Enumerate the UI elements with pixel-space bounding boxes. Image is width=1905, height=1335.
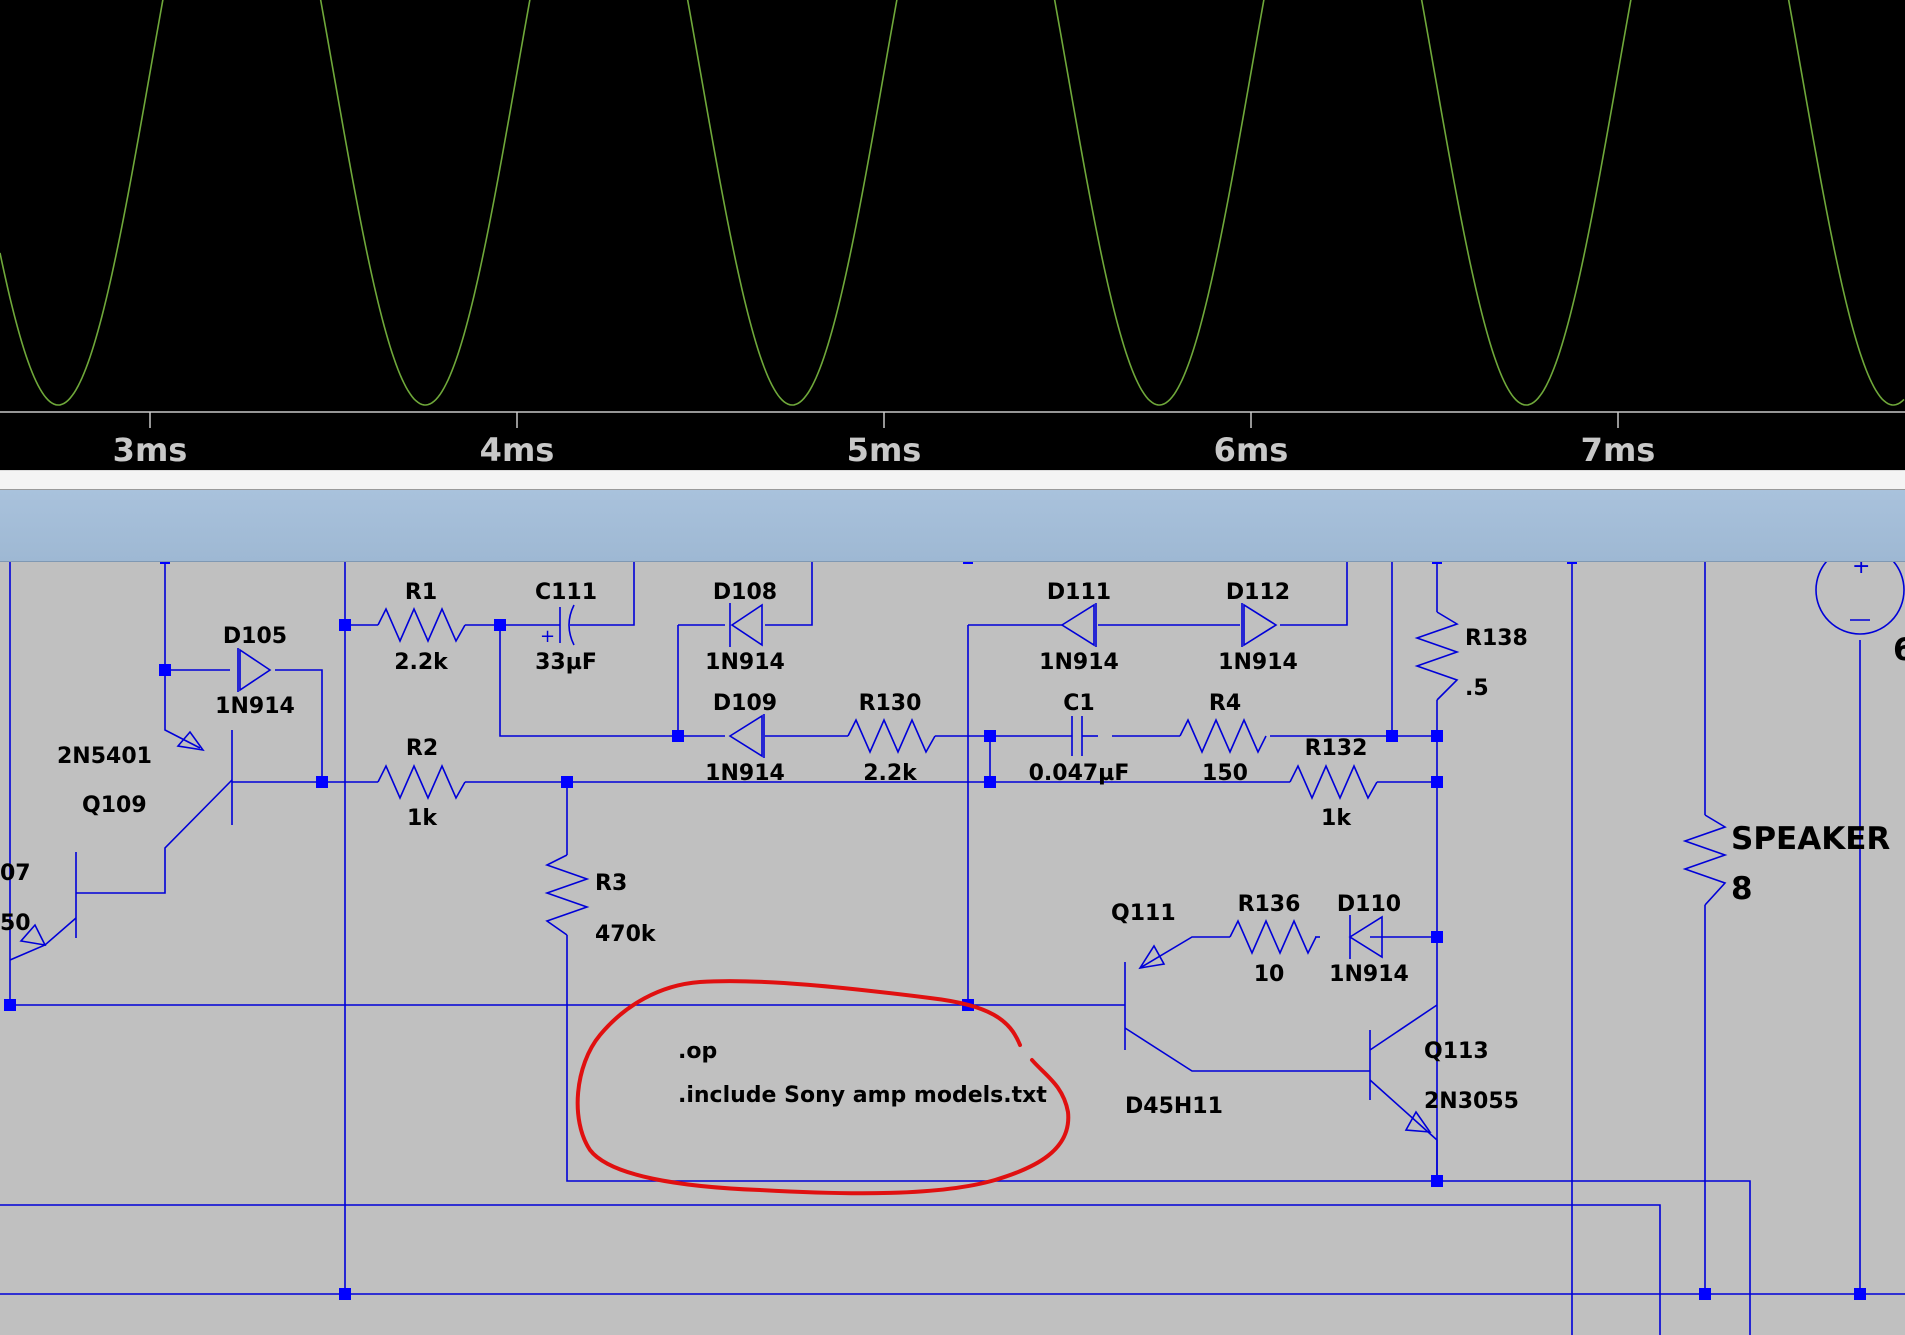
label-r132-ref: R132 [1305,736,1368,761]
spice-directive-op[interactable]: .op [678,1039,717,1064]
label-d110-ref: D110 [1337,892,1401,917]
diode-symbols [237,603,1383,959]
resistor-r3 [544,854,590,936]
waveform-plot-pane[interactable]: 3ms 4ms 5ms 6ms 7ms [0,0,1905,470]
label-d111-value: 1N914 [1039,650,1119,675]
spice-directives[interactable]: .op .include Sony amp models.txt [678,1039,1047,1108]
label-c111-ref: C111 [535,580,597,605]
pane-splitter[interactable] [0,470,1905,490]
label-d109-ref: D109 [713,691,777,716]
waveform-trace [0,0,1905,406]
red-annotation-circle [575,979,1071,1196]
spice-directive-include[interactable]: .include Sony amp models.txt [678,1083,1047,1108]
label-r132-value: 1k [1321,806,1352,831]
x-tick-label: 3ms [113,431,188,469]
resistor-r130 [847,718,936,754]
component-labels: R1 2.2k C111 33µF D108 1N914 D111 1N914 … [0,580,1905,1119]
resistor-r1 [377,607,466,643]
label-r2-ref: R2 [406,736,438,761]
label-r130-ref: R130 [859,691,922,716]
label-r1-ref: R1 [405,580,437,605]
label-d110-value: 1N914 [1329,962,1409,987]
resistor-r136 [1229,919,1317,955]
capacitor-symbols: + [540,604,1098,756]
label-d111-ref: D111 [1047,580,1111,605]
waveform-plot[interactable]: 3ms 4ms 5ms 6ms 7ms [0,0,1905,470]
x-axis-ticks: 3ms 4ms 5ms 6ms 7ms [113,412,1656,469]
x-tick-label: 4ms [480,431,555,469]
source-plus-sign: + [1852,562,1870,579]
label-c1-ref: C1 [1063,691,1094,716]
label-r3-value: 470k [595,922,657,947]
resistor-r132 [1289,764,1378,800]
label-r4-value: 150 [1202,761,1248,786]
label-q111-model: D45H11 [1125,1094,1223,1119]
label-r130-value: 2.2k [863,761,918,786]
schematic-window-titlebar[interactable] [0,490,1905,562]
label-d109-value: 1N914 [705,761,785,786]
label-d112-ref: D112 [1226,580,1290,605]
schematic-drawing[interactable]: + [0,562,1905,1335]
label-q109-model: 2N5401 [57,744,152,769]
label-partial-left-value: 50 [0,911,31,936]
schematic-canvas[interactable]: + [0,562,1905,1335]
svg-text:+: + [540,626,555,647]
label-d108-value: 1N914 [705,650,785,675]
resistor-symbols [377,607,1728,955]
label-d105-value: 1N914 [215,694,295,719]
label-d112-value: 1N914 [1218,650,1298,675]
label-q113-ref: Q113 [1424,1039,1489,1064]
label-partial-right-edge: 6 [1893,632,1905,668]
label-r138-value: .5 [1465,676,1489,701]
label-d108-ref: D108 [713,580,777,605]
x-tick-label: 7ms [1581,431,1656,469]
x-tick-label: 5ms [847,431,922,469]
label-c111-value: 33µF [535,650,597,675]
resistor-speaker [1682,814,1728,906]
resistor-r4 [1179,718,1267,754]
label-speaker-value: 8 [1731,871,1753,907]
transistor-arrows [19,730,1432,1133]
label-q111-ref: Q111 [1111,901,1176,926]
voltage-source-symbol[interactable] [1815,562,1905,635]
x-tick-label: 6ms [1214,431,1289,469]
label-r4-ref: R4 [1209,691,1241,716]
label-r1-value: 2.2k [394,650,449,675]
label-speaker-ref: SPEAKER [1731,821,1890,857]
label-r3-ref: R3 [595,871,627,896]
wires [0,562,1905,1335]
label-r136-value: 10 [1254,962,1285,987]
label-q109-ref: Q109 [82,793,147,818]
label-r138-ref: R138 [1465,626,1528,651]
junction-nodes [4,562,1866,1300]
label-partial-left-model: 07 [0,861,31,886]
resistor-r138 [1414,611,1460,701]
label-q113-model: 2N3055 [1424,1089,1519,1114]
label-c1-value: 0.047µF [1029,761,1130,786]
label-r2-value: 1k [407,806,438,831]
label-r136-ref: R136 [1238,892,1301,917]
resistor-r2 [377,764,466,800]
label-d105-ref: D105 [223,624,287,649]
